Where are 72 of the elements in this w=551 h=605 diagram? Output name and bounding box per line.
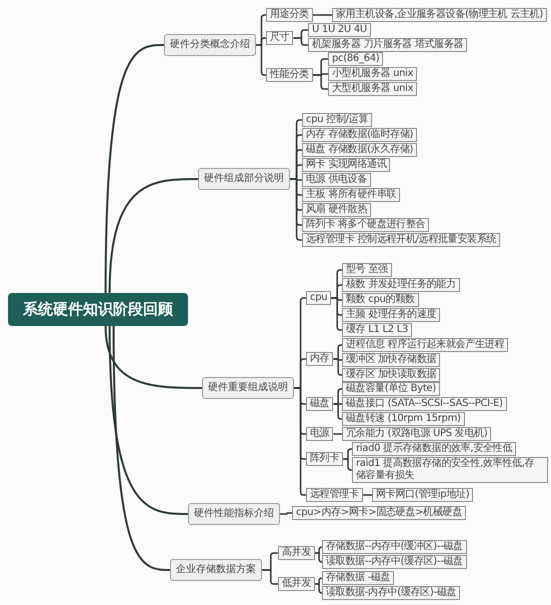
- branch-line: [315, 552, 323, 563]
- subtopic: 磁盘转速 (10rpm 15rpm): [342, 412, 465, 426]
- branch-line: [315, 583, 323, 594]
- subtopic: 型号 至强: [342, 263, 392, 277]
- subtopic: 性能分类: [266, 68, 313, 82]
- subtopic: 缓存区 加快读取数据: [342, 368, 440, 382]
- branch-line: [333, 403, 342, 420]
- subtopic: 磁盘 存储数据(永久存储): [302, 143, 418, 157]
- subtopic: 风扇 硬件散热: [302, 203, 372, 217]
- subtopic: 读取数据--内存中(缓存区)--磁盘: [322, 555, 467, 569]
- subtopic: 颗数 cpu的颗数: [342, 293, 419, 307]
- subtopic: 尺寸: [266, 31, 294, 45]
- branch-line: [112, 326, 170, 571]
- subtopic: cpu: [306, 291, 332, 305]
- branch-line: [343, 458, 352, 471]
- subtopic: 进程信息 程序运行起来就会产生进程: [342, 338, 508, 352]
- subtopic: 内存: [306, 352, 334, 366]
- subtopic: 缓存 L1 L2 L3: [342, 323, 412, 337]
- branch-line: [108, 178, 198, 294]
- branch-line: [262, 569, 278, 585]
- subtopic: 用途分类: [266, 8, 313, 22]
- subtopic: pc(86_64): [328, 52, 384, 66]
- subtopic: 远程管理卡: [306, 488, 363, 502]
- subtopic: 主板 将所有硬件串联: [302, 188, 400, 202]
- root-topic: 系统硬件知识阶段回顾: [8, 293, 188, 326]
- subtopic: cpu 控制/运算: [302, 113, 372, 127]
- subtopic: 核数 并发处理任务的能力: [342, 278, 460, 292]
- main-topic: 硬件分类概念介绍: [164, 34, 256, 56]
- subtopic: 主频 处理任务的速度: [342, 308, 440, 322]
- main-topic: 硬件性能指标介绍: [188, 503, 280, 525]
- branch-line: [331, 297, 342, 331]
- subtopic: 阵列卡: [306, 452, 344, 466]
- branch-line: [362, 494, 372, 496]
- subtopic: 磁盘: [306, 397, 334, 411]
- subtopic: 冗余能力 (双路电源 UPS 发电机): [342, 427, 492, 441]
- subtopic: 存储数据--内存中(缓冲区)--磁盘: [322, 540, 467, 554]
- subtopic: 网卡网口(管理ip地址): [372, 488, 474, 502]
- branch-line: [293, 37, 308, 46]
- subtopic: 读取数据-内存中(缓存区)-磁盘: [322, 586, 460, 600]
- subtopic: 机架服务器 刀片服务器 塔式服务器: [308, 38, 468, 52]
- branch-line: [294, 387, 306, 496]
- main-topic: 硬件组成部分说明: [198, 168, 290, 190]
- branch-line: [333, 433, 342, 435]
- subtopic: U 1U 2U 4U: [308, 23, 371, 37]
- subtopic: 内存 存储数据(临时存储): [302, 128, 418, 142]
- subtopic: 小型机服务器 unix: [328, 67, 418, 81]
- main-topic: 硬件重要组成说明: [202, 377, 294, 399]
- subtopic: 远程管理卡 控制远程开机/远程批量安装系统: [302, 233, 500, 247]
- subtopic: cpu>内存>网卡>固态硬盘>机械硬盘: [292, 506, 466, 520]
- branch-line: [312, 14, 332, 16]
- subtopic: 磁盘容量(单位 Byte): [342, 382, 440, 396]
- subtopic: 低并发: [278, 577, 316, 591]
- subtopic: 大型机服务器 unix: [328, 82, 418, 96]
- subtopic: 缓冲区 加快存储数据: [342, 353, 440, 367]
- subtopic: raid1 提高数据存储的安全性,效率性低,存储容量有损失: [352, 457, 548, 483]
- subtopic: riad0 提示存储数据的效率,安全性低: [352, 442, 516, 456]
- subtopic: 家用主机设备,企业服务器设备(物理主机 云主机): [332, 8, 547, 22]
- subtopic: 电源: [306, 427, 334, 441]
- subtopic: 高并发: [278, 546, 316, 560]
- main-topic: 企业存储数据方案: [170, 559, 262, 581]
- branch-line: [280, 512, 292, 515]
- subtopic: 存储数据 -磁盘: [322, 571, 394, 585]
- subtopic: 网卡 实现网络通讯: [302, 158, 390, 172]
- branch-line: [312, 74, 328, 90]
- branch-line: [104, 326, 202, 389]
- subtopic: 阵列卡 将多个硬盘进行整合: [302, 218, 430, 232]
- branch-line: [108, 326, 188, 515]
- branch-line: [104, 44, 164, 294]
- subtopic: 电源 供电设备: [302, 173, 372, 187]
- branch-line: [333, 358, 342, 376]
- subtopic: 磁盘接口 (SATA--SCSI--SAS--PCI-E): [342, 397, 507, 411]
- branch-line: [290, 178, 302, 241]
